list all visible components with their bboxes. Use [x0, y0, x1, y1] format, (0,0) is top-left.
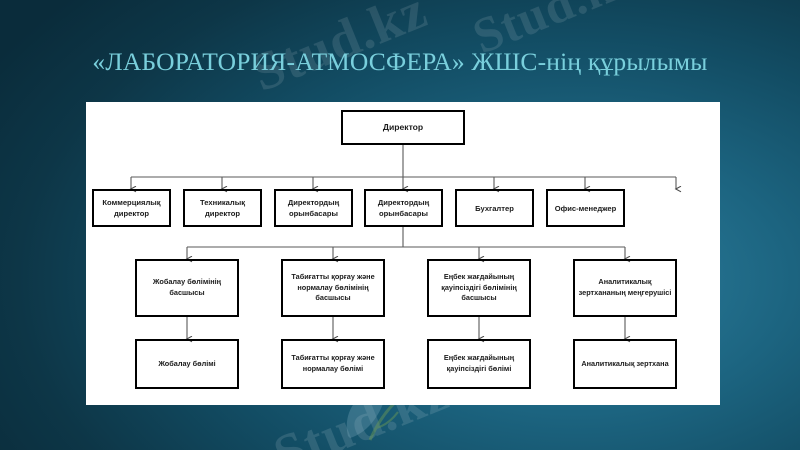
org-node-accountant[interactable]: Бухгалтер — [455, 189, 534, 227]
org-node-nature-protection-dept-head[interactable]: Табиғатты қорғау және нормалау бөлімінің… — [281, 259, 385, 317]
org-node-commercial-director[interactable]: Коммерциялық директор — [92, 189, 171, 227]
org-node-analytical-lab[interactable]: Аналитикалық зертхана — [573, 339, 677, 389]
org-node-label: Директордың орынбасары — [287, 198, 340, 218]
org-node-label: Табиғатты қорғау және нормалау бөлімінің… — [291, 272, 375, 303]
org-node-labor-safety-dept[interactable]: Еңбек жағдайының қауіпсіздігі бөлімі — [427, 339, 531, 389]
org-node-design-dept[interactable]: Жобалау бөлімі — [135, 339, 239, 389]
org-node-label: Табиғатты қорғау және нормалау бөлімі — [291, 353, 375, 373]
org-node-label: Офис-менеджер — [554, 203, 617, 213]
org-node-deputy-director-2[interactable]: Директордың орынбасары — [364, 189, 443, 227]
org-node-label: Аналитикалық зертхана — [581, 358, 669, 368]
org-node-design-dept-head[interactable]: Жобалау бөлімінің басшысы — [135, 259, 239, 317]
org-node-nature-protection-dept[interactable]: Табиғатты қорғау және нормалау бөлімі — [281, 339, 385, 389]
org-node-analytical-lab-head[interactable]: Аналитикалық зертхананың меңгерушісі — [573, 259, 677, 317]
org-node-label: Техникалық директор — [200, 198, 245, 218]
org-node-label: Коммерциялық директор — [102, 198, 161, 218]
org-node-label: Директор — [382, 122, 424, 133]
org-node-technical-director[interactable]: Техникалық директор — [183, 189, 262, 227]
org-node-label: Директордың орынбасары — [377, 198, 430, 218]
connector-lines — [86, 145, 720, 405]
org-node-label: Жобалау бөлімі — [158, 358, 216, 368]
org-chart-panel: Директор Коммерциялық директор Техникалы… — [86, 102, 720, 405]
org-node-label: Еңбек жағдайының қауіпсіздігі бөлімінің … — [441, 272, 517, 303]
org-node-office-manager[interactable]: Офис-менеджер — [546, 189, 625, 227]
org-node-director[interactable]: Директор — [341, 110, 465, 145]
org-node-label: Жобалау бөлімінің басшысы — [152, 277, 222, 297]
slide-title: «ЛАБОРАТОРИЯ-АТМОСФЕРА» ЖШС-нің құрылымы — [92, 47, 708, 76]
org-node-label: Бухгалтер — [475, 203, 514, 213]
org-node-label: Аналитикалық зертхананың меңгерушісі — [578, 277, 672, 297]
org-node-deputy-director-1[interactable]: Директордың орынбасары — [274, 189, 353, 227]
org-node-labor-safety-dept-head[interactable]: Еңбек жағдайының қауіпсіздігі бөлімінің … — [427, 259, 531, 317]
org-node-label: Еңбек жағдайының қауіпсіздігі бөлімі — [443, 353, 515, 373]
